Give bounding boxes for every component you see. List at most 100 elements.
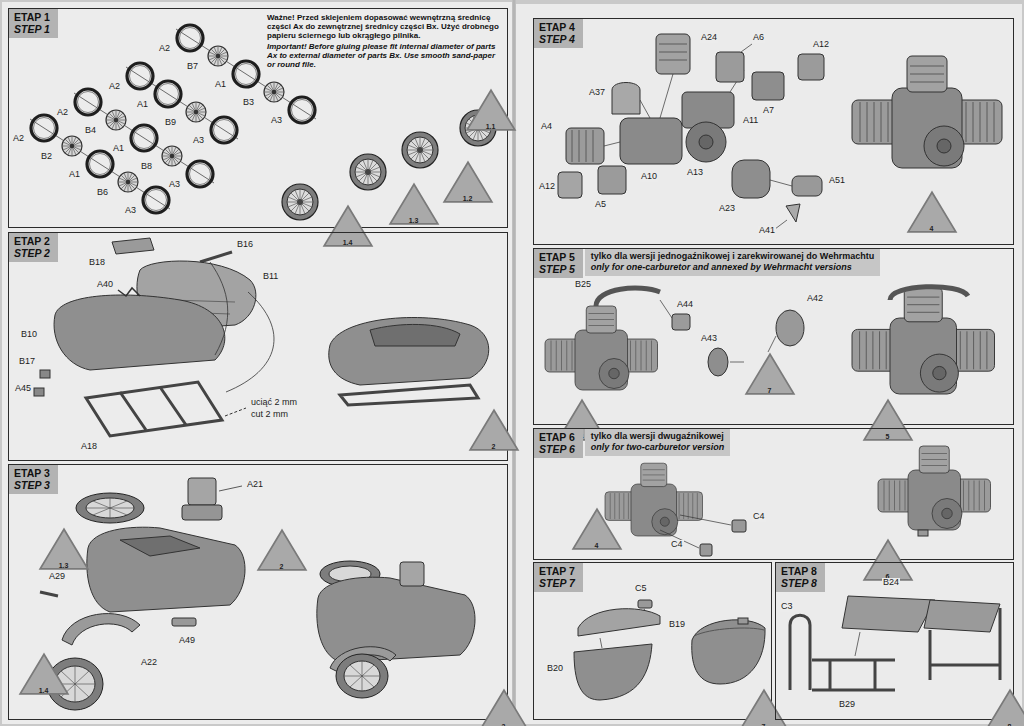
callout-number: 1.3 <box>38 562 90 569</box>
part-label: B4 <box>84 126 97 136</box>
callout-triangle: 2 <box>256 528 308 572</box>
part-label: C3 <box>780 602 794 612</box>
part-label: A2 <box>56 108 69 118</box>
part-label: C4 <box>670 540 684 550</box>
step-title-pl: ETAP 3 <box>14 467 50 479</box>
part-label: B20 <box>546 664 564 674</box>
part-label: B19 <box>668 620 686 630</box>
part-label: B29 <box>838 700 856 710</box>
part-label: A1 <box>136 100 149 110</box>
step-title-pl: ETAP 4 <box>539 21 575 33</box>
callout-triangle: 3 <box>478 688 530 726</box>
callout-triangle: 1.4 <box>18 652 70 696</box>
callout-triangle: 6 <box>862 538 914 582</box>
step-header: ETAP 4STEP 4 <box>534 19 583 48</box>
part-label: A51 <box>828 176 846 186</box>
step-tab: ETAP 6STEP 6 <box>534 429 583 458</box>
part-label: A40 <box>96 280 114 290</box>
step-header: ETAP 2STEP 2 <box>9 233 58 262</box>
part-label: A1 <box>112 144 125 154</box>
part-label: A43 <box>700 334 718 344</box>
part-label: A24 <box>700 33 718 43</box>
step-header: ETAP 3STEP 3 <box>9 465 58 494</box>
part-label: B7 <box>186 62 199 72</box>
step-title-en: STEP 6 <box>539 443 575 455</box>
callout-number: 1.4 <box>18 687 70 694</box>
part-label: A5 <box>594 200 607 210</box>
callout-triangle: 1.3 <box>38 527 90 571</box>
callout-triangle: 4 <box>906 190 958 234</box>
step-header: ETAP 1STEP 1 <box>9 9 58 38</box>
part-label: A1 <box>214 80 227 90</box>
cut-note: cut 2 mm <box>250 410 289 420</box>
part-label: B16 <box>236 240 254 250</box>
step-panel: ETAP 7STEP 77 <box>533 562 772 720</box>
callout-number: 7 <box>744 387 796 394</box>
part-label: A4 <box>540 122 553 132</box>
callout-triangle: 7 <box>744 352 796 396</box>
part-label: A42 <box>806 294 824 304</box>
step-tab: ETAP 7STEP 7 <box>534 563 583 592</box>
callout-number: 1.4 <box>322 239 374 246</box>
note-block: Ważne! Przed sklejeniem dopasować wewnęt… <box>267 13 503 69</box>
part-label: A3 <box>270 116 283 126</box>
triangle-shape <box>984 688 1024 726</box>
callout-number: 4 <box>906 225 958 232</box>
callout-number: 4 <box>571 542 623 549</box>
part-label: A12 <box>812 40 830 50</box>
step-note: tylko dla wersji dwugaźnikowej <box>591 431 725 442</box>
step-title-en: STEP 2 <box>14 247 50 259</box>
part-label: A6 <box>752 33 765 43</box>
step-note: Important! Before gluing please fit inte… <box>267 42 503 70</box>
step-title-pl: ETAP 5 <box>539 251 575 263</box>
part-label: B6 <box>96 188 109 198</box>
step-panel: ETAP 4STEP 4 4 <box>533 18 1014 245</box>
part-label: A1 <box>68 170 81 180</box>
part-label: A3 <box>168 180 181 190</box>
callout-number: 1.1 <box>465 123 517 130</box>
callout-triangle: 1.1 <box>465 88 517 132</box>
step-title-en: STEP 4 <box>539 33 575 45</box>
callout-triangle: 1.4 <box>322 204 374 248</box>
version-note-band: tylko dla wersji jednogaźnikowej i zarek… <box>585 249 880 276</box>
part-label: A29 <box>48 572 66 582</box>
part-label: A7 <box>762 106 775 116</box>
step-panel: ETAP 5STEP 5tylko dla wersji jednogaźnik… <box>533 248 1014 425</box>
step-note: only for two-carburetor version <box>591 442 725 453</box>
step-tab: ETAP 2STEP 2 <box>9 233 58 262</box>
part-label: B18 <box>88 258 106 268</box>
callout-number: 2 <box>468 443 520 450</box>
step-tab: ETAP 4STEP 4 <box>534 19 583 48</box>
part-label: B25 <box>574 280 592 290</box>
part-label: A10 <box>640 172 658 182</box>
part-label: B8 <box>140 162 153 172</box>
part-label: A2 <box>12 134 25 144</box>
part-label: B24 <box>882 578 900 588</box>
step-header: ETAP 5STEP 5tylko dla wersji jednogaźnik… <box>534 249 880 278</box>
part-label: A22 <box>140 658 158 668</box>
step-note: tylko dla wersji jednogaźnikowej i zarek… <box>591 251 874 262</box>
version-note-band: tylko dla wersji dwugaźnikowejonly for t… <box>585 429 731 456</box>
part-label: A18 <box>80 442 98 452</box>
callout-triangle: 4 <box>571 507 623 551</box>
callout-triangle: 5 <box>862 398 914 442</box>
callout-triangle: 2 <box>468 408 520 452</box>
part-label: A37 <box>588 88 606 98</box>
part-label: A23 <box>718 204 736 214</box>
callout-number: 8 <box>984 723 1024 726</box>
triangle-shape <box>478 688 530 726</box>
step-title-en: STEP 7 <box>539 577 575 589</box>
part-label: A45 <box>14 384 32 394</box>
step-title-en: STEP 3 <box>14 479 50 491</box>
callout-number: 1.2 <box>442 195 494 202</box>
cut-note: uciąć 2 mm <box>250 398 298 408</box>
step-header: ETAP 6STEP 6tylko dla wersji dwugaźnikow… <box>534 429 730 458</box>
callout-triangle: 7 <box>738 688 790 726</box>
step-tab: ETAP 1STEP 1 <box>9 9 58 38</box>
part-label: B9 <box>164 118 177 128</box>
part-label: A49 <box>178 636 196 646</box>
part-label: A3 <box>192 136 205 146</box>
part-label: A21 <box>246 480 264 490</box>
callout-number: 3 <box>478 723 530 726</box>
